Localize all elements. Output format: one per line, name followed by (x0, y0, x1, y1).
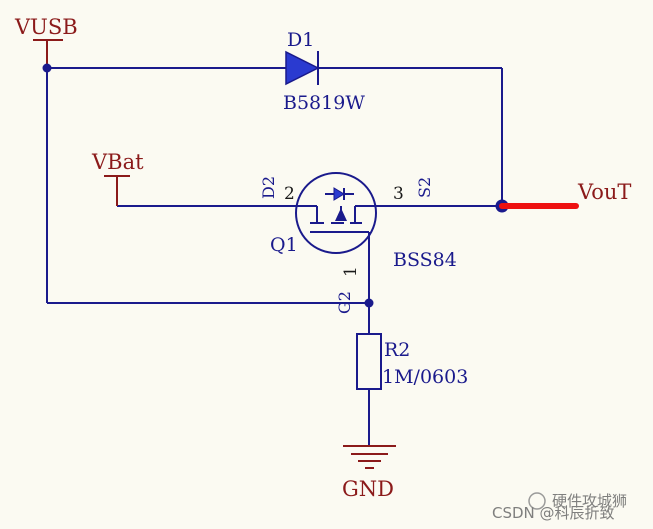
watermark: 硬件攻城狮 CSDN @科辰折致 (492, 492, 627, 522)
d1-designator: D1 (287, 29, 314, 51)
q1-pin-number-1: 1 (341, 266, 361, 277)
ground-symbol (343, 445, 396, 469)
vbat-net-label: VBat (91, 150, 144, 174)
q1-pin-drain-name: D2 (259, 176, 278, 199)
d1-value: B5819W (283, 92, 365, 114)
watermark-line2: CSDN @科辰折致 (492, 504, 615, 522)
vusb-net-label: VUSB (14, 15, 78, 39)
q1-pin-gate-name: G2 (335, 291, 354, 314)
gnd-net-label: GND (342, 477, 394, 501)
vout-net-label: VouT (577, 180, 631, 204)
mosfet-q1-symbol (295, 172, 377, 254)
q1-value: BSS84 (393, 249, 457, 271)
q1-designator: Q1 (270, 234, 298, 256)
diode-d1-symbol (262, 50, 342, 86)
resistor-r2-body (356, 333, 382, 390)
wires (46, 67, 503, 446)
diode-d1-triangle (285, 50, 320, 86)
mosfet-q1-body-diode-triangle (333, 187, 345, 201)
q1-pin-number-2: 2 (284, 184, 295, 204)
watermark-icon (528, 492, 546, 510)
q1-pin-number-3: 3 (393, 184, 404, 204)
vusb-port (33, 39, 63, 68)
q1-pin-source-name: S2 (415, 177, 434, 198)
junction-vusb (42, 63, 52, 73)
mosfet-q1-circle (295, 172, 377, 254)
vbat-port (104, 175, 130, 206)
junction-gate (364, 298, 374, 308)
r2-value: 1M/0603 (382, 366, 468, 388)
r2-designator: R2 (384, 339, 410, 361)
watermark-line1: 硬件攻城狮 (552, 492, 627, 510)
